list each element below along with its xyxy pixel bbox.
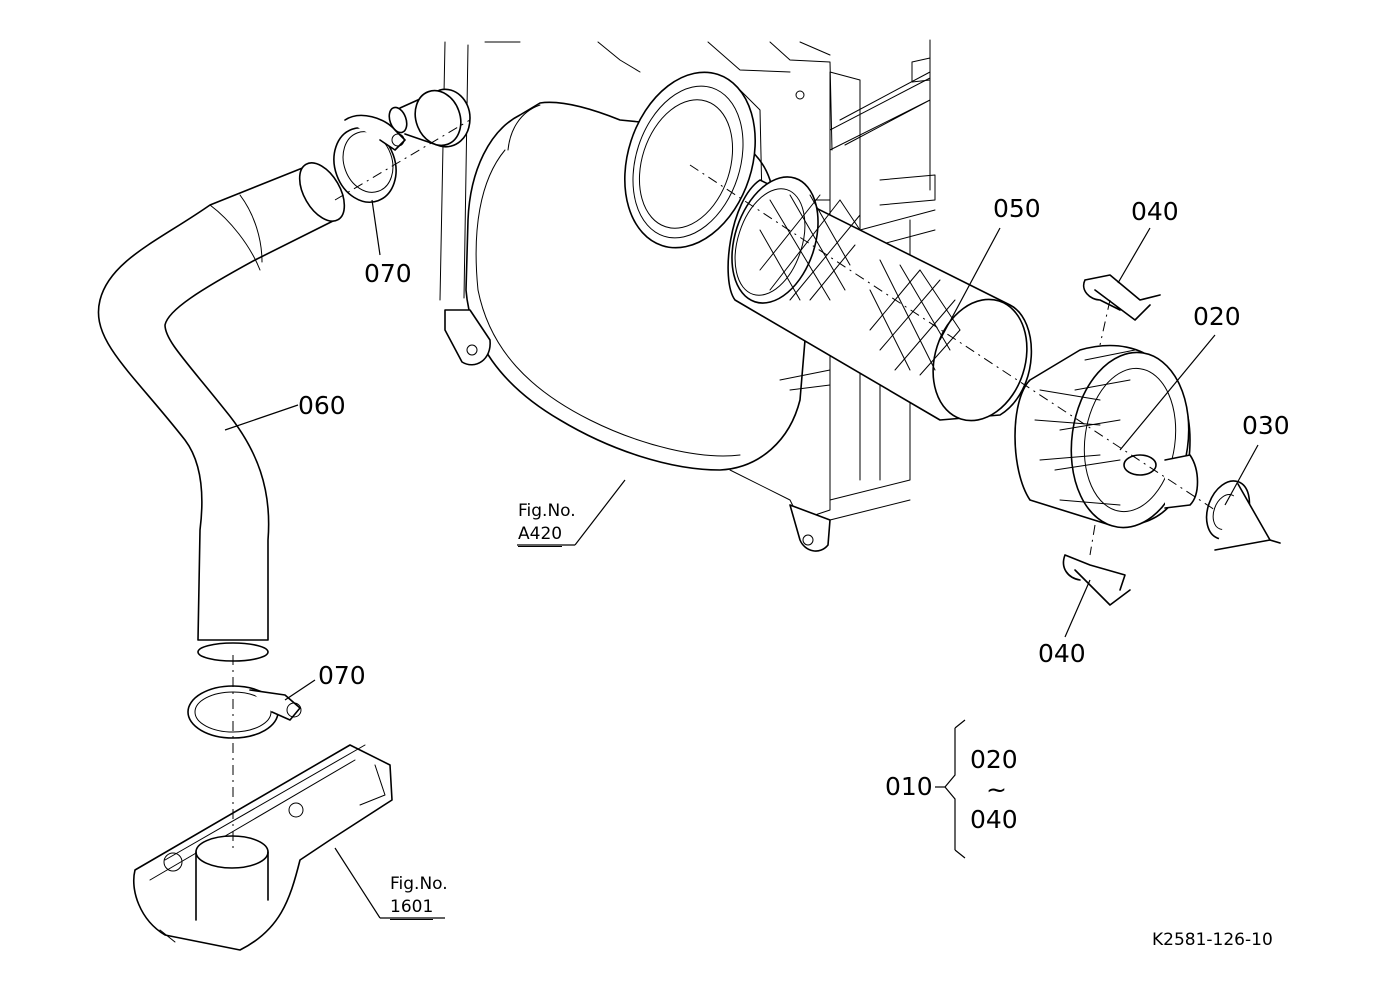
fig-ref-a420[interactable]: Fig.No. A420 [518,500,576,547]
label-040-upper: 040 [1131,197,1179,226]
fig-ref-a420-number: A420 [518,523,563,547]
hose-clamp-lower-drawing [187,685,302,739]
intake-manifold-drawing [133,744,393,951]
assembly-to: 040 [970,805,1018,834]
label-030: 030 [1242,411,1290,440]
label-070-upper: 070 [364,259,412,288]
intake-housing-drawing [388,39,936,552]
label-040-lower: 040 [1038,639,1086,668]
leader-lines [224,199,1259,919]
evacuator-valve-drawing [1205,480,1281,551]
assembly-label: 010 [885,772,933,801]
intake-hose-drawing [97,162,346,662]
fig-ref-1601-number: 1601 [390,896,434,920]
clip-upper-drawing [1082,274,1161,321]
label-060: 060 [298,391,346,420]
axis-lines [232,119,1216,850]
cover-drawing [1014,344,1199,529]
assembly-from: 020 [970,745,1018,774]
clip-lower-drawing [1062,554,1131,606]
label-050: 050 [993,194,1041,223]
drawing-code: K2581-126-10 [1152,930,1273,950]
fig-ref-1601-prefix: Fig.No. [390,874,448,894]
fig-ref-a420-prefix: Fig.No. [518,501,576,521]
label-020: 020 [1193,302,1241,331]
hose-clamp-upper-drawing [333,114,406,203]
assembly-tilde: ~ [986,775,1007,804]
fig-ref-1601[interactable]: Fig.No. 1601 [390,873,448,920]
label-070-lower: 070 [318,661,366,690]
